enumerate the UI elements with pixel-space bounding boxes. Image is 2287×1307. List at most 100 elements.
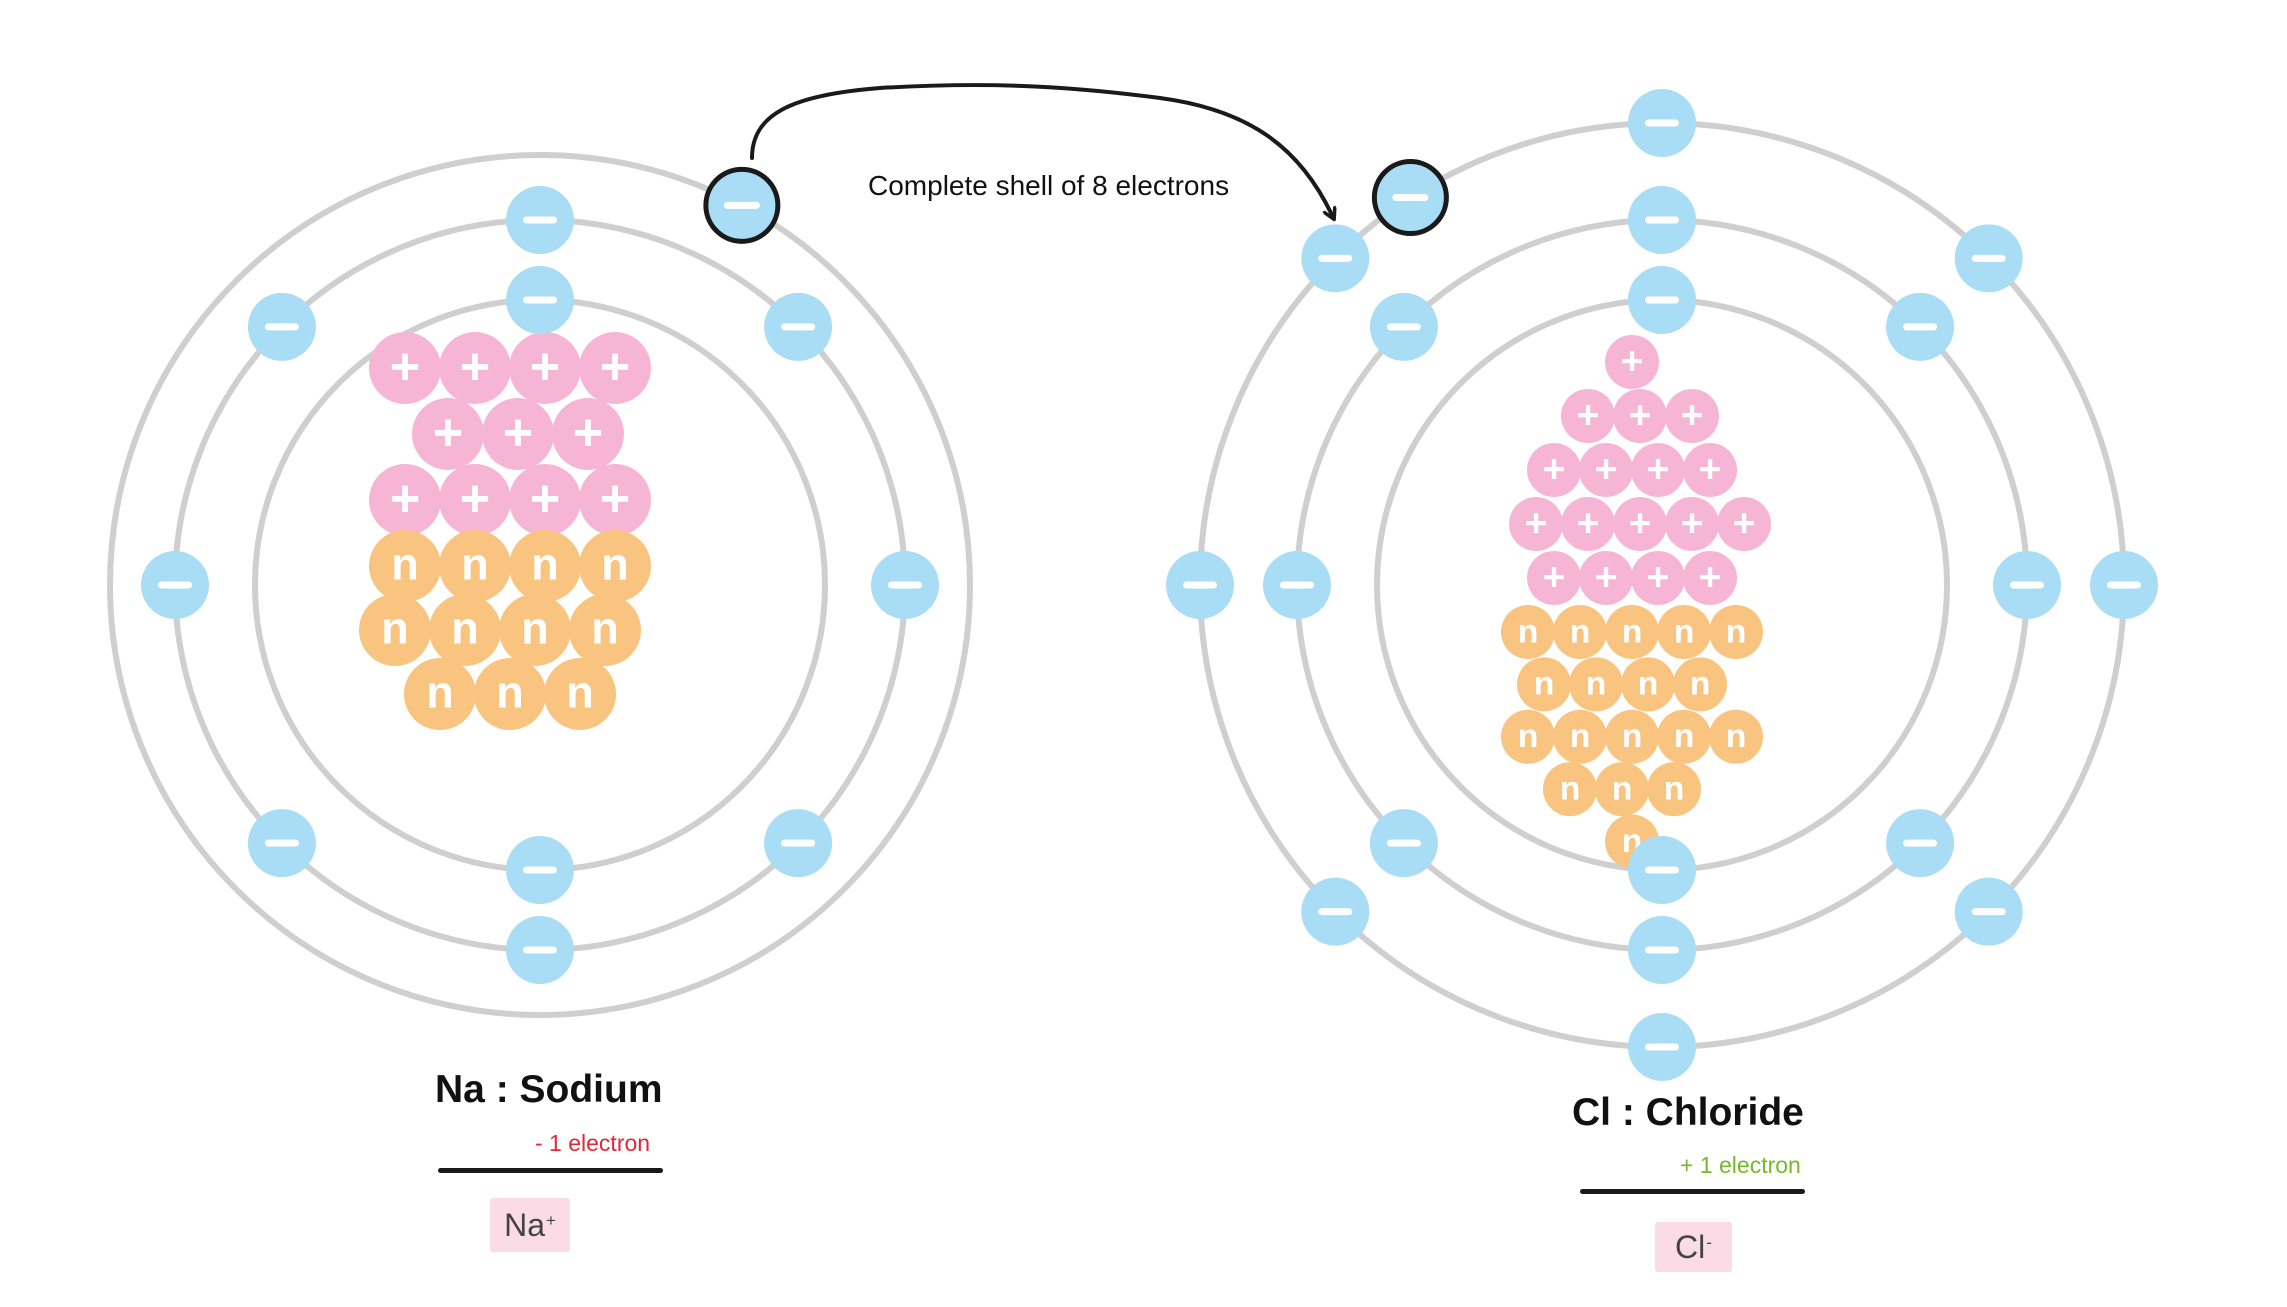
chloride-neutron-14: n — [1709, 709, 1763, 764]
svg-text:n: n — [521, 603, 549, 654]
svg-text:n: n — [381, 603, 409, 654]
svg-text:n: n — [1674, 612, 1695, 650]
chloride-neutron-13: n — [1657, 709, 1711, 764]
svg-text:n: n — [1534, 665, 1555, 703]
svg-text:+: + — [1681, 394, 1704, 437]
sodium-neutron-6: n — [429, 594, 501, 667]
chloride-divider — [1580, 1189, 1805, 1194]
chloride-proton-9: + — [1509, 497, 1563, 551]
svg-text:+: + — [460, 470, 490, 528]
chloride-neutron-12: n — [1605, 709, 1659, 764]
sodium-neutron-4: n — [579, 530, 651, 602]
svg-text:n: n — [1518, 717, 1539, 755]
svg-text:+: + — [573, 404, 603, 462]
sodium-ion-symbol: Na — [504, 1206, 545, 1243]
chloride-electron-change: + 1 electron — [1680, 1152, 1801, 1178]
sodium-neutron-8: n — [569, 594, 641, 667]
sodium-proton-1: + — [369, 332, 441, 404]
chloride-neutron-8: n — [1621, 657, 1675, 712]
svg-text:n: n — [591, 603, 619, 654]
chloride-shell-2-electron-4 — [1886, 809, 1955, 878]
sodium-proton-9: + — [439, 464, 511, 536]
sodium-shell-2-electron-1 — [506, 186, 574, 254]
chloride-proton-3: + — [1613, 389, 1667, 443]
sodium-shell-2-electron-4 — [764, 809, 833, 878]
sodium-proton-5: + — [412, 398, 484, 470]
chloride-proton-16: + — [1631, 551, 1685, 605]
svg-text:+: + — [1543, 448, 1566, 491]
svg-text:+: + — [600, 338, 630, 396]
chloride-proton-7: + — [1631, 443, 1685, 497]
svg-text:+: + — [1595, 556, 1618, 599]
sodium-neutron-5: n — [359, 594, 431, 667]
sodium-neutron-3: n — [509, 530, 581, 602]
svg-text:+: + — [460, 338, 490, 396]
sodium-shell-2-electron-6 — [247, 809, 316, 878]
chloride-proton-6: + — [1579, 443, 1633, 497]
sodium-proton-3: + — [509, 332, 581, 404]
svg-text:+: + — [503, 404, 533, 462]
chloride-proton-1: + — [1605, 335, 1659, 389]
sodium-title: Na : Sodium — [435, 1068, 663, 1111]
chloride-neutron-2: n — [1553, 605, 1607, 659]
sodium-neutron-11: n — [544, 658, 616, 731]
svg-text:+: + — [1733, 502, 1756, 545]
chloride-shell-2-electron-6 — [1369, 809, 1438, 878]
sodium-transferring-electron — [703, 166, 781, 244]
chloride-ion-symbol: Cl — [1675, 1228, 1706, 1265]
sodium-proton-2: + — [439, 332, 511, 404]
chloride-ion-badge: Cl- — [1655, 1222, 1732, 1272]
svg-text:n: n — [1570, 612, 1591, 650]
sodium-neutron-10: n — [474, 658, 546, 731]
sodium-divider — [438, 1168, 663, 1173]
sodium-shell-2-electron-3 — [871, 551, 939, 619]
chloride-proton-4: + — [1665, 389, 1719, 443]
chloride-proton-11: + — [1613, 497, 1667, 551]
chloride-proton-13: + — [1717, 497, 1771, 551]
sodium-shell-2-electron-5 — [506, 916, 574, 984]
sodium-proton-7: + — [552, 398, 624, 470]
chloride-proton-2: + — [1561, 389, 1615, 443]
chloride-shell-2-electron-3 — [1993, 551, 2061, 619]
chloride-shell-3-electron-7 — [1166, 551, 1234, 619]
svg-text:n: n — [1726, 612, 1747, 650]
chloride-shell-2-electron-2 — [1886, 292, 1955, 361]
svg-text:+: + — [1629, 502, 1652, 545]
chloride-neutron-17: n — [1647, 762, 1701, 817]
chloride-shell-3-electron-5 — [1628, 1013, 1696, 1081]
electron-transfer — [703, 83, 1449, 244]
chloride-shell-3-electron-3 — [2090, 551, 2158, 619]
svg-text:+: + — [1629, 394, 1652, 437]
svg-text:n: n — [531, 539, 559, 590]
chloride-proton-14: + — [1527, 551, 1581, 605]
sodium-neutron-9: n — [404, 658, 476, 731]
svg-text:n: n — [1586, 665, 1607, 703]
chloride-proton-12: + — [1665, 497, 1719, 551]
svg-text:n: n — [1560, 769, 1581, 807]
sodium-neutron-1: n — [369, 530, 441, 602]
chloride-proton-15: + — [1579, 551, 1633, 605]
svg-text:n: n — [1612, 769, 1633, 807]
chloride-neutron-5: n — [1709, 605, 1763, 659]
sodium-ion-badge: Na+ — [490, 1198, 570, 1252]
svg-text:n: n — [1570, 717, 1591, 755]
sodium-shell-2-electron-7 — [141, 551, 209, 619]
sodium-neutron-2: n — [439, 530, 511, 602]
svg-text:n: n — [1622, 717, 1643, 755]
sodium-ion-charge: + — [545, 1211, 556, 1230]
svg-text:n: n — [1518, 612, 1539, 650]
chloride-proton-17: + — [1683, 551, 1737, 605]
sodium-proton-10: + — [509, 464, 581, 536]
svg-text:n: n — [1690, 665, 1711, 703]
chloride-shell-3-electron-1 — [1628, 89, 1696, 157]
svg-text:+: + — [1577, 502, 1600, 545]
chloride-neutron-9: n — [1673, 657, 1727, 712]
svg-text:n: n — [1638, 665, 1659, 703]
sodium-shell-1-electron-2 — [506, 836, 574, 904]
svg-text:n: n — [601, 539, 629, 590]
svg-text:n: n — [1622, 612, 1643, 650]
chloride-received-electron — [1371, 159, 1449, 237]
